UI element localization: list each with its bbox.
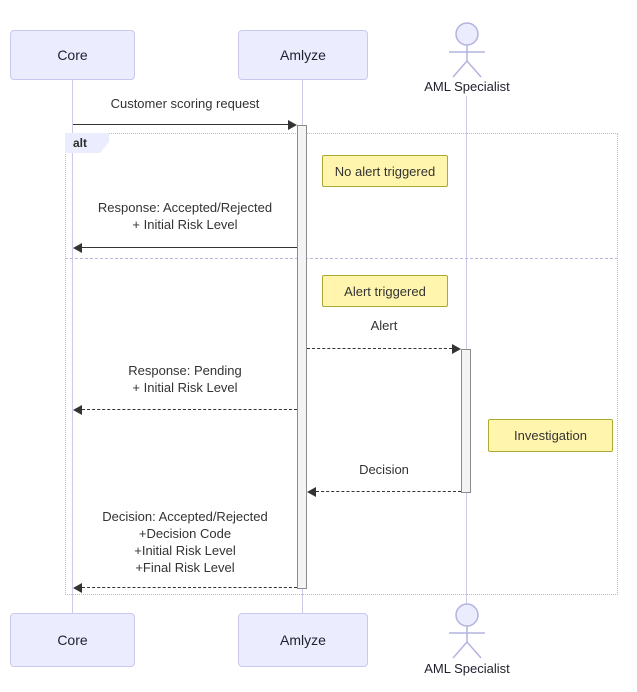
note-alert-triggered: Alert triggered [322, 275, 448, 307]
message-line-4 [316, 491, 461, 492]
activation-aml-specialist [461, 349, 471, 493]
participant-core-top: Core [10, 30, 135, 80]
message-decision-details: Decision: Accepted/Rejected +Decision Co… [102, 509, 268, 575]
participant-amlyze-label-bottom: Amlyze [280, 632, 326, 648]
alt-frame [65, 133, 618, 595]
note-no-alert-triggered-text: No alert triggered [334, 163, 436, 179]
participant-core-bottom: Core [10, 613, 135, 667]
lifeline-core [72, 80, 73, 613]
actor-aml-specialist-label-bottom: AML Specialist [424, 661, 510, 676]
participant-core-label: Core [57, 47, 88, 63]
participant-amlyze-top: Amlyze [238, 30, 368, 80]
stick-figure-icon [449, 603, 485, 659]
alt-frame-divider [65, 258, 618, 259]
message-response-pending: Response: Pending + Initial Risk Level [128, 363, 242, 395]
arrowhead-right-icon [288, 120, 297, 130]
message-decision: Decision [359, 462, 409, 477]
message-line-0 [73, 124, 289, 125]
note-investigation-text: Investigation [514, 428, 587, 443]
note-investigation: Investigation [488, 419, 613, 452]
message-line-1 [82, 247, 297, 248]
message-line-5 [82, 587, 297, 588]
message-line-3 [82, 409, 297, 410]
actor-figure-bottom [432, 603, 502, 659]
alt-frame-tab: alt [65, 133, 109, 153]
message-alert: Alert [370, 318, 398, 333]
activation-amlyze [297, 125, 307, 589]
note-alert-triggered-text: Alert triggered [344, 283, 426, 299]
arrowhead-right-icon [452, 344, 461, 354]
arrowhead-left-icon [307, 487, 316, 497]
message-line-2 [307, 348, 452, 349]
arrowhead-left-icon [73, 405, 82, 415]
participant-amlyze-bottom: Amlyze [238, 613, 368, 667]
arrowhead-left-icon [73, 583, 82, 593]
participant-amlyze-label: Amlyze [280, 47, 326, 63]
actor-figure-top [432, 22, 502, 78]
arrowhead-left-icon [73, 243, 82, 253]
stick-figure-icon [449, 22, 485, 78]
actor-aml-specialist-label-top: AML Specialist [424, 79, 510, 94]
message-response-accepted-rejected: Response: Accepted/Rejected + Initial Ri… [97, 200, 273, 232]
note-no-alert-triggered: No alert triggered [322, 155, 448, 187]
participant-core-label-bottom: Core [57, 632, 88, 648]
message-customer-scoring-request: Customer scoring request [110, 96, 260, 111]
